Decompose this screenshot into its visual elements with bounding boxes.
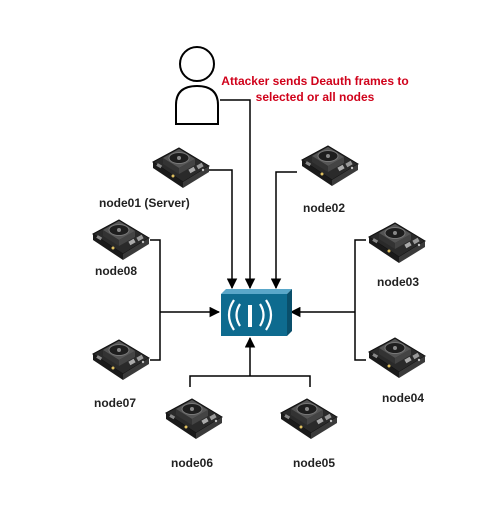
attacker-caption: Attacker sends Deauth frames to selected… [208,73,422,105]
node04-board-icon [368,337,426,379]
attacker-caption-line1: Attacker sends Deauth frames to [221,74,409,88]
wireless-access-point-icon [221,289,292,336]
link-node06 [189,375,311,387]
node07-board-icon [92,339,150,381]
node02-board-icon [301,145,359,187]
node02-label: node02 [303,201,346,215]
attacker-link [220,99,256,290]
node08-label: node08 [95,264,138,278]
attacker-caption-line2: selected or all nodes [255,90,375,104]
node01-label: node01 (Server) [99,196,190,210]
node03-label: node03 [377,275,420,289]
node08-board-icon [92,219,150,261]
link-node08 [150,239,161,361]
node06-board-icon [165,398,223,440]
node07-label: node07 [94,396,137,410]
node01-board-icon [152,147,210,189]
node03-board-icon [368,222,426,264]
node04-label: node04 [382,391,425,405]
node05-label: node05 [293,456,336,470]
attacker-person-icon [175,46,219,125]
link-node01 [205,169,238,290]
node06-label: node06 [171,456,214,470]
link-node03 [354,239,366,361]
node05-board-icon [280,398,338,440]
link-node02 [270,171,297,290]
